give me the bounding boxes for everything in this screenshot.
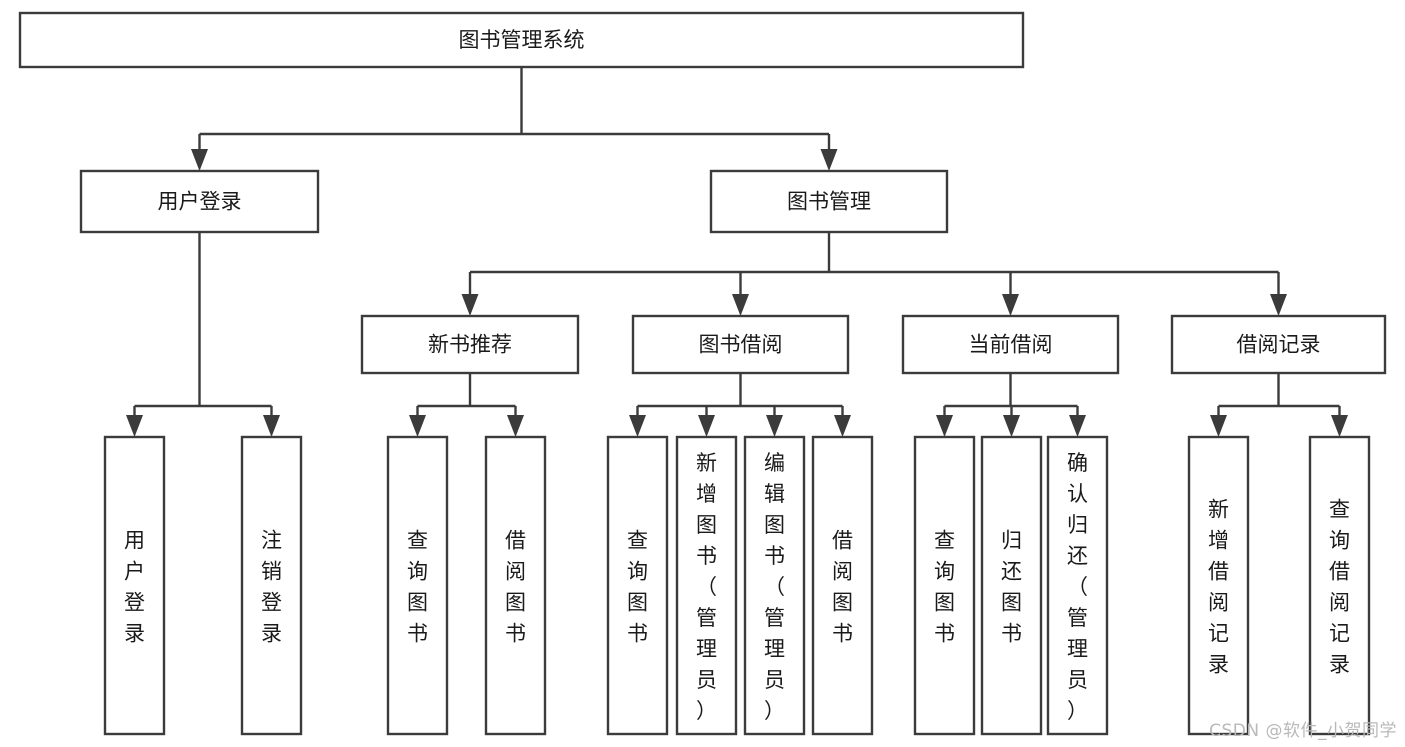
arrow-head-leaf-edit-book xyxy=(766,415,783,437)
node-label-new-book-recommend: 新书推荐 xyxy=(428,333,512,357)
node-label-leaf-confirm-return: 确认归还（管理员） xyxy=(1067,451,1088,723)
node-label-leaf-query-book-cur: 查询图书 xyxy=(934,529,955,646)
node-leaf-query-book-bor[interactable]: 查询图书 xyxy=(606,435,669,736)
node-label-leaf-borrow-book-rec: 借阅图书 xyxy=(505,529,526,646)
node-leaf-add-book[interactable]: 新增图书（管理员） xyxy=(675,435,738,736)
arrow-head-user-login xyxy=(191,149,208,171)
connector-group-current-borrow xyxy=(936,373,1086,437)
node-label-leaf-borrow-book-bor: 借阅图书 xyxy=(832,529,853,646)
node-leaf-return-book[interactable]: 归还图书 xyxy=(980,435,1043,736)
node-box-root[interactable] xyxy=(18,11,1025,69)
node-box-current-borrow[interactable] xyxy=(901,314,1120,375)
connector-group-root xyxy=(191,67,838,171)
node-box-leaf-borrow-book-rec[interactable] xyxy=(484,435,547,736)
node-box-leaf-query-book-cur[interactable] xyxy=(913,435,976,736)
node-box-leaf-user-login[interactable] xyxy=(103,435,166,736)
arrow-head-leaf-confirm-return xyxy=(1069,415,1086,437)
arrow-head-leaf-query-book-cur xyxy=(936,415,953,437)
connector-group-book-borrow xyxy=(629,373,851,437)
node-box-book-manage[interactable] xyxy=(709,169,949,234)
connector-group-user-login xyxy=(126,232,280,437)
node-label-current-borrow: 当前借阅 xyxy=(969,333,1053,357)
arrow-head-book-manage xyxy=(820,149,838,171)
node-leaf-query-book-rec[interactable]: 查询图书 xyxy=(386,435,449,736)
node-label-leaf-query-book-bor: 查询图书 xyxy=(627,529,648,646)
node-label-leaf-return-book: 归还图书 xyxy=(1001,529,1022,646)
node-leaf-user-logout[interactable]: 注销登录 xyxy=(240,435,303,736)
node-box-leaf-borrow-book-bor[interactable] xyxy=(811,435,874,736)
node-box-leaf-user-logout[interactable] xyxy=(240,435,303,736)
connector-layer xyxy=(126,67,1348,437)
node-label-leaf-edit-book: 编辑图书（管理员） xyxy=(764,451,785,723)
node-leaf-borrow-book-bor[interactable]: 借阅图书 xyxy=(811,435,874,736)
node-leaf-edit-book[interactable]: 编辑图书（管理员） xyxy=(743,435,806,736)
arrow-head-leaf-add-record xyxy=(1210,415,1227,437)
node-box-leaf-add-record[interactable] xyxy=(1187,435,1250,736)
node-label-book-manage: 图书管理 xyxy=(787,190,871,214)
node-box-leaf-add-book[interactable] xyxy=(675,435,738,736)
node-label-leaf-add-book: 新增图书（管理员） xyxy=(696,451,717,723)
arrow-head-leaf-user-login xyxy=(126,415,143,437)
node-borrow-record[interactable]: 借阅记录 xyxy=(1170,314,1387,375)
node-box-borrow-record[interactable] xyxy=(1170,314,1387,375)
node-box-book-borrow[interactable] xyxy=(631,314,850,375)
arrow-head-book-borrow xyxy=(732,294,749,316)
node-book-manage[interactable]: 图书管理 xyxy=(709,169,949,234)
node-leaf-borrow-book-rec[interactable]: 借阅图书 xyxy=(484,435,547,736)
arrow-head-leaf-query-record xyxy=(1331,415,1348,437)
node-leaf-query-record[interactable]: 查询借阅记录 xyxy=(1308,435,1371,736)
node-leaf-query-book-cur[interactable]: 查询图书 xyxy=(913,435,976,736)
node-box-leaf-query-book-rec[interactable] xyxy=(386,435,449,736)
arrow-head-leaf-borrow-book-bor xyxy=(834,415,851,437)
node-label-book-borrow: 图书借阅 xyxy=(699,333,783,357)
node-book-borrow[interactable]: 图书借阅 xyxy=(631,314,850,375)
arrow-head-leaf-return-book xyxy=(1003,415,1020,437)
node-box-leaf-query-record[interactable] xyxy=(1308,435,1371,736)
node-label-leaf-query-book-rec: 查询图书 xyxy=(407,529,428,646)
node-root[interactable]: 图书管理系统 xyxy=(18,11,1025,69)
csdn-watermark: CSDN @软件_小贺同学 xyxy=(1209,721,1397,741)
node-box-leaf-edit-book[interactable] xyxy=(743,435,806,736)
node-current-borrow[interactable]: 当前借阅 xyxy=(901,314,1120,375)
node-leaf-add-record[interactable]: 新增借阅记录 xyxy=(1187,435,1250,736)
arrow-head-leaf-user-logout xyxy=(263,415,280,437)
node-label-leaf-user-login: 用户登录 xyxy=(124,529,145,646)
node-leaf-confirm-return[interactable]: 确认归还（管理员） xyxy=(1046,435,1109,736)
node-label-borrow-record: 借阅记录 xyxy=(1237,333,1321,357)
node-user-login[interactable]: 用户登录 xyxy=(79,169,320,234)
node-box-leaf-confirm-return[interactable] xyxy=(1046,435,1109,736)
node-leaf-user-login[interactable]: 用户登录 xyxy=(103,435,166,736)
node-label-root: 图书管理系统 xyxy=(459,28,585,52)
node-box-user-login[interactable] xyxy=(79,169,320,234)
node-box-leaf-query-book-bor[interactable] xyxy=(606,435,669,736)
arrow-head-current-borrow xyxy=(1002,294,1019,316)
node-box-leaf-return-book[interactable] xyxy=(980,435,1043,736)
node-label-user-login: 用户登录 xyxy=(158,190,242,214)
arrow-head-leaf-query-book-bor xyxy=(629,415,646,437)
arrow-head-borrow-record xyxy=(1270,294,1287,316)
node-label-leaf-add-record: 新增借阅记录 xyxy=(1208,498,1229,677)
connector-group-borrow-record xyxy=(1210,373,1348,437)
arrow-head-leaf-add-book xyxy=(698,415,715,437)
arrow-head-leaf-borrow-book-rec xyxy=(507,415,524,437)
connector-group-book-manage xyxy=(461,232,1287,316)
node-box-new-book-recommend[interactable] xyxy=(360,314,580,375)
arrow-head-leaf-query-book-rec xyxy=(409,415,426,437)
arrow-head-new-book-recommend xyxy=(461,294,479,316)
node-new-book-recommend[interactable]: 新书推荐 xyxy=(360,314,580,375)
node-layer: 图书管理系统用户登录图书管理新书推荐图书借阅当前借阅借阅记录用户登录注销登录查询… xyxy=(18,11,1387,736)
node-label-leaf-query-record: 查询借阅记录 xyxy=(1329,498,1350,677)
connector-group-new-book-recommend xyxy=(409,373,524,437)
node-label-leaf-user-logout: 注销登录 xyxy=(261,529,282,646)
